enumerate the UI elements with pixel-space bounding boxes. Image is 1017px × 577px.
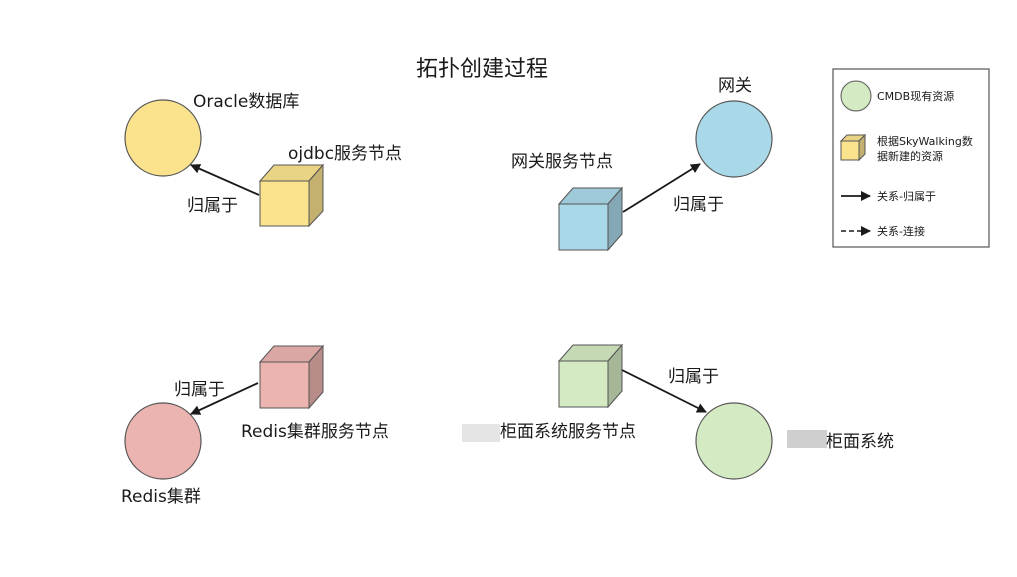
redaction-mask: [462, 424, 500, 442]
service-label-gateway: 网关服务节点: [511, 152, 613, 172]
group-gateway: 网关 网关服务节点 归属于: [511, 76, 773, 252]
service-cube-redis[interactable]: [258, 344, 325, 410]
edge-label-oracle: 归属于: [187, 196, 238, 216]
group-redis: Redis集群 Redis集群服务节点 归属于: [121, 344, 389, 507]
redaction-mask: [787, 430, 827, 448]
resource-circle-gateway[interactable]: [695, 100, 773, 178]
legend-circle-icon: [840, 80, 872, 112]
legend-label-belongs: 关系-归属于: [877, 189, 936, 203]
legend-cube-icon: [839, 133, 867, 162]
belongs-to-arrow-counter: [621, 369, 707, 413]
service-label-oracle: ojdbc服务节点: [288, 144, 402, 164]
belongs-to-arrow-redis: [190, 382, 259, 415]
service-cube-oracle[interactable]: [258, 163, 325, 228]
belongs-to-arrow-gateway: [622, 163, 701, 213]
legend: CMDB现有资源 根据SkyWalking数 据新建的资源 关系-归属于 关系-…: [832, 68, 990, 248]
edge-label-gateway: 归属于: [673, 195, 724, 215]
legend-label-new-line2: 据新建的资源: [877, 149, 943, 163]
group-counter: 柜面系统 柜面系统服务节点 归属于: [462, 343, 894, 480]
resource-label-gateway: 网关: [718, 76, 752, 96]
resource-label-counter: 柜面系统: [826, 432, 894, 452]
edge-label-counter: 归属于: [668, 367, 719, 387]
resource-label-oracle: Oracle数据库: [193, 92, 299, 112]
resource-circle-redis[interactable]: [124, 402, 202, 480]
service-label-redis: Redis集群服务节点: [241, 422, 389, 442]
resource-circle-counter[interactable]: [695, 402, 773, 480]
legend-label-new-line1: 根据SkyWalking数: [877, 134, 973, 148]
service-label-counter: 柜面系统服务节点: [500, 422, 636, 442]
service-cube-counter[interactable]: [557, 343, 624, 409]
service-cube-gateway[interactable]: [557, 186, 624, 252]
edge-label-redis: 归属于: [174, 380, 225, 400]
resource-circle-oracle[interactable]: [124, 99, 202, 177]
belongs-to-arrow-oracle: [190, 164, 260, 196]
diagram-title: 拓扑创建过程: [416, 57, 548, 82]
group-oracle: Oracle数据库 ojdbc服务节点 归属于: [124, 92, 402, 228]
legend-label-existing: CMDB现有资源: [877, 89, 954, 103]
legend-label-connect: 关系-连接: [877, 224, 925, 238]
resource-label-redis: Redis集群: [121, 487, 201, 507]
